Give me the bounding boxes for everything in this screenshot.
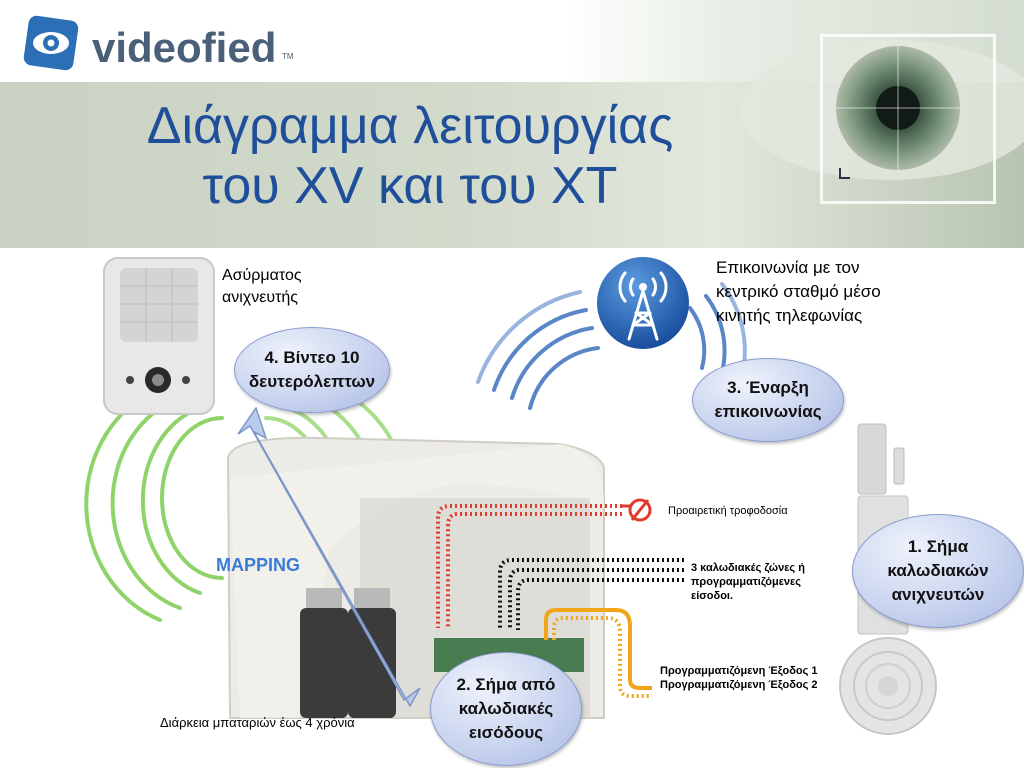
red-power-wires <box>436 504 622 628</box>
mapping-label: MAPPING <box>216 555 301 575</box>
power-plug-icon <box>622 498 652 522</box>
outputs-label: Προγραμματιζόμενη Έξοδος 1 Προγραμματιζό… <box>660 664 818 692</box>
antenna-tower-icon <box>597 257 689 349</box>
wireless-detector-label-line-2: ανιχνευτής <box>222 289 299 306</box>
bubble-communication-line-2: επικοινωνίας <box>714 402 822 421</box>
communication-label-line-1: Επικοινωνία με τον <box>716 258 860 277</box>
bubble-video-line-2: δευτερόλεπτων <box>248 372 376 391</box>
outputs-label-line-1: Προγραμματιζόμενη Έξοδος 1 <box>660 665 818 677</box>
bubble-wired-inputs-line-2: καλωδιακές <box>458 699 554 718</box>
zones-label-line-3: είσοδοι. <box>691 590 734 602</box>
zones-label-line-1: 3 καλωδιακές ζώνες ή <box>691 562 805 574</box>
bubble-wired-detectors: 1. Σήμα καλωδιακών ανιχνευτών <box>852 514 1024 628</box>
power-label: Προαιρετική τροφοδοσία <box>668 505 788 517</box>
bubble-wired-detectors-line-1: 1. Σήμα <box>907 537 969 556</box>
smoke-detector-device <box>839 637 937 735</box>
bubble-communication-line-1: 3. Έναρξη <box>727 378 809 397</box>
outputs-label-line-2: Προγραμματιζόμενη Έξοδος 2 <box>660 679 818 691</box>
bubble-wired-detectors-line-2: καλωδιακών <box>887 561 989 580</box>
orange-output-wires <box>544 608 652 698</box>
bubble-wired-inputs: 2. Σήμα από καλωδιακές εισόδους <box>430 652 582 766</box>
wireless-detector-label-line-1: Ασύρματος <box>222 267 302 284</box>
brand-name: videofied <box>92 24 277 71</box>
title-line-1: Διάγραμμα λειτουργίας <box>146 97 674 155</box>
bubble-wired-inputs-line-3: εισόδους <box>468 723 544 742</box>
title-line-2: του XV και του XT <box>202 157 618 215</box>
mapping-arrow <box>237 406 421 708</box>
battery-label: Διάρκεια μπαταριών έως 4 χρόνια <box>160 715 355 730</box>
communication-label-line-3: κινητής τηλεφωνίας <box>716 306 863 325</box>
logo <box>0 10 300 82</box>
bubble-communication: 3. Έναρξη επικοινωνίας <box>692 358 844 442</box>
wireless-detector-device <box>103 257 215 415</box>
communication-label-line-2: κεντρικό σταθμό μέσο <box>716 282 881 301</box>
zones-label-line-2: προγραμματιζόμενες <box>691 576 801 588</box>
zones-label: 3 καλωδιακές ζώνες ή προγραμματιζόμενες … <box>691 561 805 603</box>
diagram-graphics <box>84 257 937 735</box>
brand-tm: TM <box>282 52 294 61</box>
bubble-wired-inputs-line-1: 2. Σήμα από <box>456 675 556 694</box>
eye-frame <box>820 34 996 204</box>
wireless-detector-label: Ασύρματος ανιχνευτής <box>222 265 302 309</box>
bubble-wired-detectors-line-3: ανιχνευτών <box>891 585 985 604</box>
communication-label: Επικοινωνία με τον κεντρικό σταθμό μέσο … <box>716 256 881 328</box>
eye-logo-icon <box>23 15 79 71</box>
bubble-video: 4. Βίντεο 10 δευτερόλεπτων <box>234 327 390 413</box>
slide-title: Διάγραμμα λειτουργίας του XV και του XT <box>60 96 760 216</box>
bubble-video-line-1: 4. Βίντεο 10 <box>264 348 360 367</box>
blue-signal-waves <box>476 282 747 410</box>
black-zone-wires <box>498 558 684 630</box>
eye-photo <box>740 40 1024 180</box>
